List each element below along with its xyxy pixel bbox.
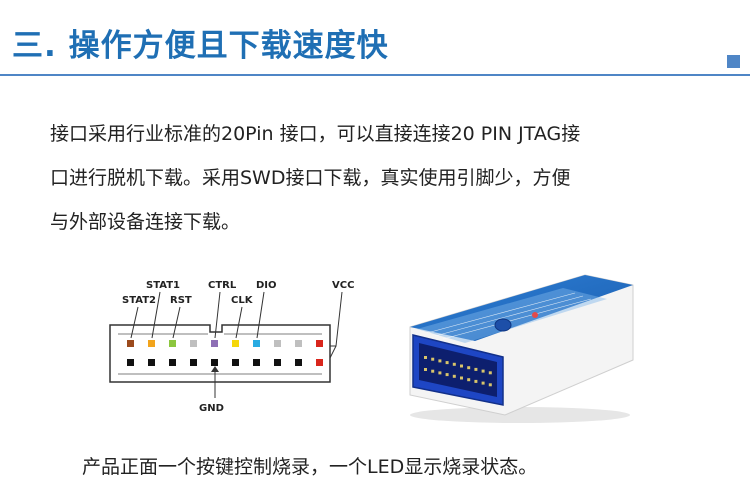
title-divider [0,74,750,76]
body-paragraph: 接口采用行业标准的20Pin 接口，可以直接连接20 PIN JTAG接 口进行… [50,112,710,244]
status-led [532,312,538,318]
label-gnd: GND [199,403,224,414]
connector-pin [274,340,281,347]
connector-pin [253,340,260,347]
socket-pin [438,371,442,375]
label-stat2: STAT2 [122,295,156,306]
label-stat1: STAT1 [146,280,180,291]
connector-pin [169,359,176,366]
connector-pin [274,359,281,366]
connector-pin [253,359,260,366]
socket-pin [431,369,435,373]
socket-pin [424,368,427,371]
socket-pin [488,371,492,375]
connector-pin [316,340,323,347]
socket-pin [424,356,427,359]
socket-pin [467,378,471,382]
socket-pin [452,374,456,378]
label-dio: DIO [256,280,277,291]
label-ctrl: CTRL [208,280,237,291]
body-line: 接口采用行业标准的20Pin 接口，可以直接连接20 PIN JTAG接 [50,123,581,145]
socket-pin [467,366,471,370]
connector-pin [316,359,323,366]
socket-pin [481,369,485,373]
caption: 产品正面一个按键控制烧录，一个LED显示烧录状态。 [82,456,538,478]
pinout-diagram: STAT1 STAT2 RST CTRL CLK DIO VCC GND [109,280,354,414]
connector-pin [232,359,239,366]
connector-pin [148,340,155,347]
connector-outline [109,324,331,383]
body-line: 与外部设备连接下载。 [50,211,241,233]
connector-pin [127,340,134,347]
connector-pin [127,359,134,366]
label-rst: RST [170,295,192,306]
connector-pin [232,340,239,347]
connector-pin [211,340,218,347]
connector-pin [148,359,155,366]
socket-pin [460,364,463,368]
corner-square [727,55,740,68]
socket-pin [481,381,485,385]
connector-pin [190,340,197,347]
burn-button [494,318,512,332]
socket-pin [452,362,456,366]
socket-pin [460,376,463,380]
socket-pin [438,359,442,363]
connector-pin [169,340,176,347]
label-vcc: VCC [332,280,354,291]
socket-pin [474,379,478,383]
body-line: 口进行脱机下载。采用SWD接口下载，真实使用引脚少，方便 [50,167,571,189]
socket-pin [445,373,449,377]
device-top-face [410,275,633,341]
socket-pin [445,361,449,365]
slide-title: 三. 操作方便且下载速度快 [12,28,389,64]
connector-pin [211,359,218,366]
connector-pin [190,359,197,366]
socket-pin [474,367,478,371]
socket-pin [488,383,492,387]
product-image [409,274,634,423]
connector-pin [295,359,302,366]
socket-pin [431,357,435,361]
connector-pin [295,340,302,347]
label-clk: CLK [231,295,254,306]
